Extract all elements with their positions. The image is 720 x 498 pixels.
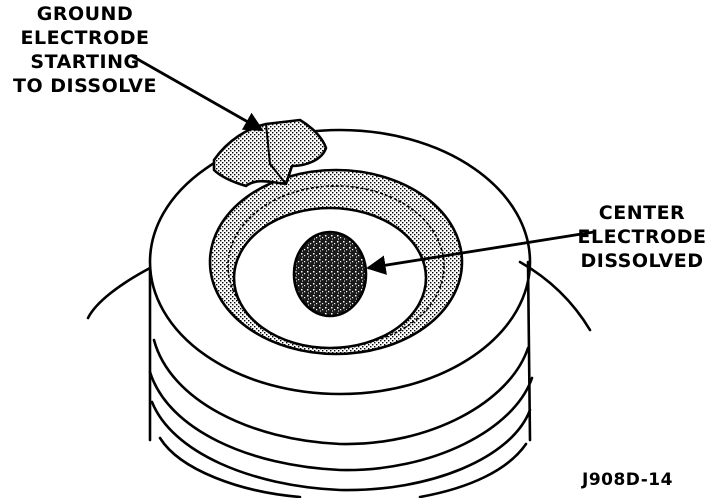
shell-ring-2 bbox=[148, 370, 534, 472]
center-callout-line: DISSOLVED bbox=[580, 250, 704, 272]
center-callout-line: CENTER bbox=[598, 202, 686, 224]
ground-electrode-callout: GROUND ELECTRODE STARTING TO DISSOLVE bbox=[0, 2, 170, 98]
center-electrode-callout: CENTER ELECTRODE DISSOLVED bbox=[568, 201, 716, 273]
shell-ring-5 bbox=[418, 442, 528, 498]
ground-electrode-face bbox=[265, 123, 287, 185]
shell-left-outline bbox=[86, 266, 152, 320]
center-callout-line: ELECTRODE bbox=[577, 226, 707, 248]
ground-electrode-leader bbox=[131, 54, 264, 132]
shell-ring-1 bbox=[152, 338, 530, 446]
shell-top-rim bbox=[148, 128, 532, 396]
insulator-inner-line bbox=[227, 185, 445, 347]
center-electrode bbox=[292, 230, 368, 318]
ground-callout-line: GROUND bbox=[36, 3, 134, 25]
ground-callout-line: STARTING bbox=[30, 51, 140, 73]
ground-callout-line: TO DISSOLVE bbox=[13, 75, 157, 97]
shell-ring-3 bbox=[150, 400, 532, 492]
shell-ring-4 bbox=[158, 436, 302, 498]
shell-right-side bbox=[526, 260, 532, 442]
figure-code: J908D-14 bbox=[582, 470, 673, 490]
ground-callout-line: ELECTRODE bbox=[20, 27, 150, 49]
center-electrode-leader bbox=[366, 230, 595, 275]
